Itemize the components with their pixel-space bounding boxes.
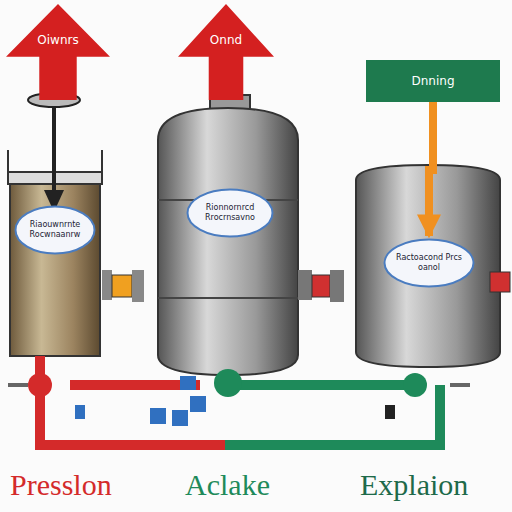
reactor-tank (158, 95, 344, 375)
output-arrow-outline (178, 4, 274, 100)
output-arrow: Onnd (178, 4, 274, 100)
tank-label: Rionnornrcd Rrocrnsavno (186, 188, 274, 238)
stage-label: Presslon (10, 468, 112, 502)
node-text: Dnning (370, 74, 496, 89)
filter-tank (8, 93, 144, 356)
node-text: Rionnornrcd Rrocrnsavno (198, 203, 262, 223)
output-arrow-outline (6, 4, 110, 100)
feed-arrow (429, 102, 433, 236)
input-box: Dnning (366, 60, 500, 102)
node-text: Ractoacond Prcs oanol (395, 253, 463, 273)
tank-label: Ractoacond Prcs oanol (383, 238, 475, 288)
node-text: Riaouwnrnte Rocwnaanrw (26, 220, 84, 240)
node-text: Oiwnrs (25, 33, 92, 48)
tank-label: Riaouwnrnte Rocwnaanrw (14, 205, 96, 255)
stage-label: Aclake (185, 468, 270, 502)
stage-label: Explaion (360, 468, 468, 502)
node-text: Onnd (195, 33, 256, 48)
pipes (8, 356, 470, 445)
output-arrow: Oiwnrs (6, 4, 110, 100)
